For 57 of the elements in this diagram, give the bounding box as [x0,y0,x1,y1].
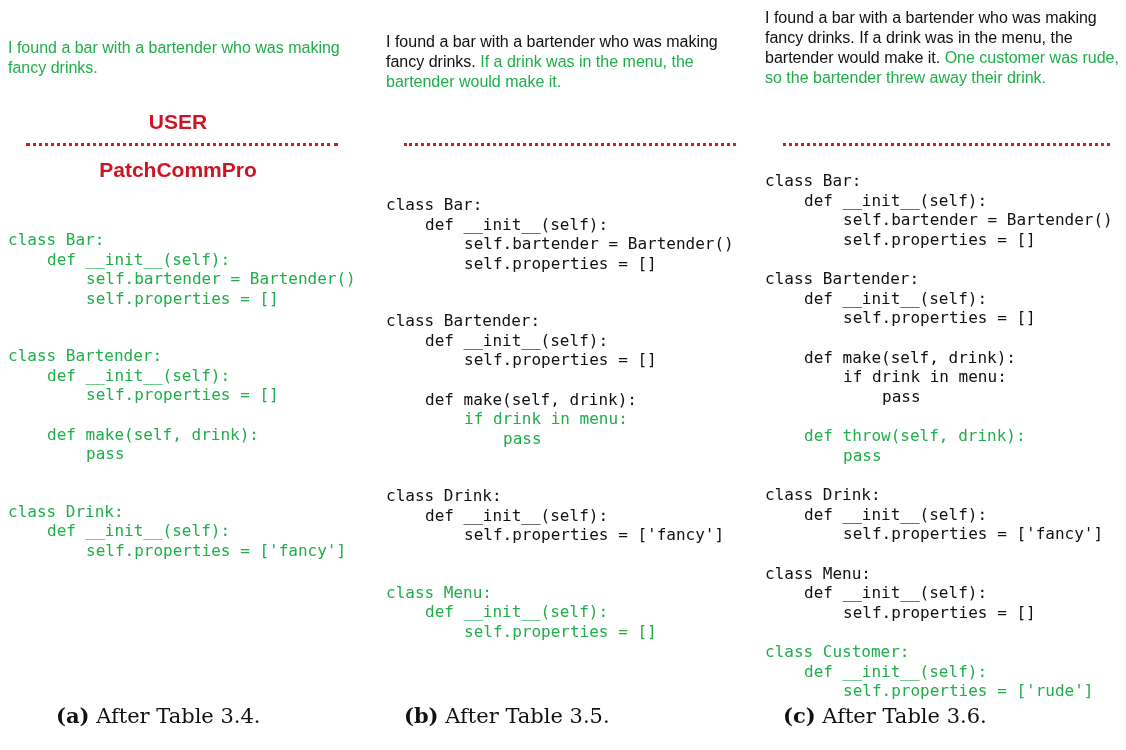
code-line: pass [503,428,542,448]
code-line: if drink in menu: [464,409,628,428]
code-line: self.properties = [] [843,602,1036,622]
code-line: def __init__(self): [47,249,231,269]
code-line: class Drink: [8,501,124,521]
code-line: def make(self, drink): [47,424,259,444]
code-line: self.properties = [] [464,350,657,369]
role-heading: PatchCommPro [98,158,258,182]
code-line: def __init__(self): [804,288,988,308]
code-line: self.properties = ['rude'] [843,681,1094,700]
code-line: self.bartender = Bartender() [843,210,1113,229]
code-line: self.properties = ['fancy'] [464,525,725,544]
code-line: self.properties = [] [86,288,279,308]
figure-caption: (a) After Table 3.4. [56,703,261,728]
code-line: class Drink: [765,485,881,504]
code-line: self.properties = [] [86,385,279,404]
code-line: class Customer: [765,642,910,661]
figure-caption: (c) After Table 3.6. [783,703,987,728]
code-line: def __init__(self): [47,521,231,540]
code-line: self.properties = [] [464,621,657,641]
code-line: def __init__(self): [425,505,609,525]
role-heading: USER [147,110,209,134]
code-line: pass [843,445,882,465]
code-line: class Bar: [8,230,105,249]
code-line: def make(self, drink): [425,389,637,409]
code-line: def __init__(self): [47,365,231,385]
code-line: self.properties = ['fancy'] [86,540,347,560]
code-line: def make(self, drink): [804,347,1016,367]
code-line: self.bartender = Bartender() [86,269,356,288]
code-line: self.bartender = Bartender() [464,234,734,253]
code-line: def __init__(self): [804,504,988,524]
code-line: self.properties = [] [843,229,1036,249]
code-line: class Bartender: [765,269,920,288]
figure-caption: (b) After Table 3.5. [404,703,610,728]
code-line: class Bar: [765,171,862,190]
story-paragraph: I found a bar with a bartender who was making fancy drinks. If a drink was in the menu, the bartender would make it. [386,32,719,92]
story-paragraph: I found a bar with a bartender who was making fancy drinks. If a drink was in the menu, the bartender would make it. One customer was rude, so the bartender threw away their drink. [765,8,1120,88]
code-line: self.properties = ['fancy'] [843,524,1104,543]
code-line: class Drink: [386,486,502,505]
code-line: class Menu: [386,582,492,602]
code-line: pass [882,386,921,406]
code-line: if drink in menu: [843,367,1007,386]
code-line: def __init__(self): [425,330,609,350]
code-line: def throw(self, drink): [804,426,1026,445]
code-line: def __init__(self): [804,583,988,602]
code-line: pass [86,444,125,463]
code-line: class Bar: [386,195,483,214]
code-line: def __init__(self): [425,602,609,621]
code-line: def __init__(self): [425,214,609,234]
story-paragraph: I found a bar with a bartender who was making fancy drinks. [8,38,341,78]
code-line: def __init__(self): [804,661,988,681]
code-line: class Bartender: [386,311,541,330]
code-line: def __init__(self): [804,190,988,210]
code-line: class Bartender: [8,346,163,365]
code-line: self.properties = [] [843,308,1036,327]
code-line: self.properties = [] [464,253,657,273]
code-line: class Menu: [765,563,871,583]
